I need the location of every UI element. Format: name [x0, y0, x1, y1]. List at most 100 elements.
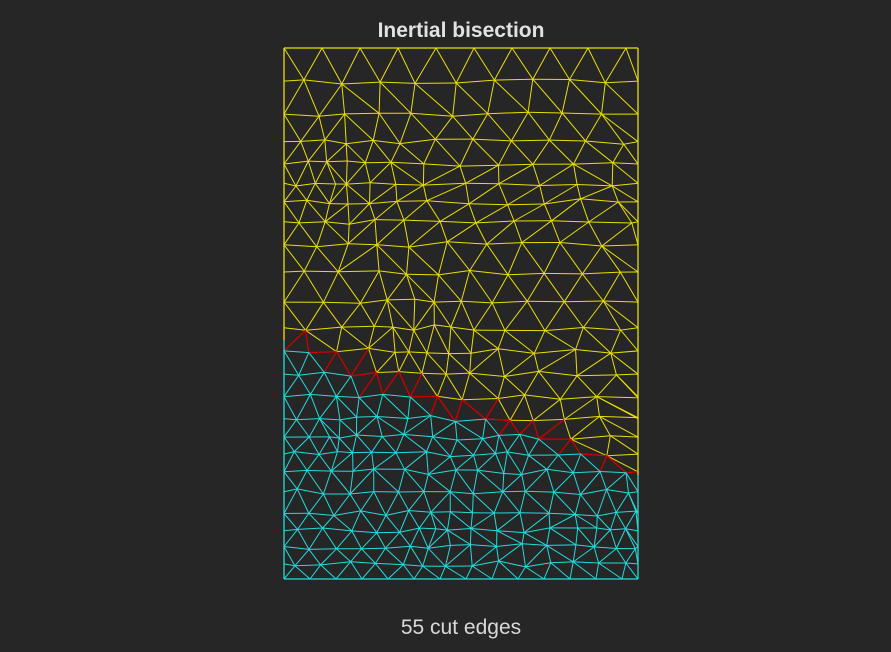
mesh-edge-bottom — [375, 562, 404, 566]
mesh-edge-top — [486, 242, 522, 245]
mesh-edge-bottom — [445, 565, 467, 580]
mesh-edge-bottom — [482, 434, 499, 440]
mesh-edge-bottom — [408, 491, 425, 511]
mesh-edge-top — [406, 274, 416, 300]
mesh-edge-bottom — [446, 511, 451, 531]
mesh-edge-top — [314, 183, 330, 204]
mesh-edge-bottom — [473, 453, 496, 456]
mesh-edge-bottom — [621, 562, 627, 580]
mesh-edge-bottom — [335, 561, 352, 580]
mesh-edge-bottom — [319, 396, 337, 419]
mesh-edge-top — [504, 370, 539, 377]
mesh-edge-bottom — [308, 527, 324, 550]
mesh-edge-top — [392, 326, 410, 353]
mesh-edge-top — [403, 200, 428, 221]
mesh-edge-top — [576, 184, 582, 199]
mesh-edge-top — [583, 327, 621, 331]
mesh-edge-bottom — [580, 494, 598, 517]
mesh-edge-top — [379, 270, 407, 275]
mesh-edge-bottom — [408, 510, 431, 513]
mesh-edge-bottom — [426, 451, 429, 475]
mesh-edge-top — [386, 299, 394, 328]
mesh-edge-top — [606, 455, 639, 473]
mesh-edge-top — [491, 302, 506, 331]
mesh-edge-top — [283, 79, 304, 82]
mesh-edge-top — [596, 396, 639, 420]
mesh-edge-top — [397, 47, 416, 84]
mesh-edge-bottom — [338, 419, 341, 439]
mesh-edge-bottom — [498, 435, 508, 453]
mesh-edge-bottom — [580, 471, 601, 495]
mesh-edge-top — [602, 300, 622, 331]
mesh-edge-bottom — [524, 468, 548, 492]
mesh-edge-bottom — [403, 418, 409, 435]
mesh-edge-top — [601, 222, 633, 247]
mesh-edge-top — [426, 200, 470, 205]
mesh-edge-bottom — [361, 548, 376, 564]
mesh-edge-bottom — [351, 530, 377, 534]
mesh-edge-top — [423, 163, 461, 167]
mesh-edge-top — [341, 83, 380, 114]
mesh-edge-bottom — [308, 548, 337, 550]
mesh-edge-top — [329, 183, 337, 204]
mesh-edge-bottom — [371, 436, 383, 453]
mesh-edge-top — [403, 220, 410, 248]
mesh-edge-top — [345, 160, 348, 185]
mesh-edge-bottom — [470, 528, 497, 532]
mesh-edge-bottom — [283, 393, 311, 398]
mesh-edge-bottom — [519, 512, 525, 533]
mesh-edge-top — [507, 274, 528, 302]
mesh-edge-top — [616, 373, 639, 376]
mesh-edge-top — [414, 83, 454, 117]
mesh-edge-top — [510, 111, 529, 142]
mesh-edge-bottom — [413, 565, 424, 580]
mesh-edge-top — [472, 138, 512, 142]
mesh-edge-bottom — [408, 510, 420, 529]
mesh-edge-top — [570, 435, 611, 440]
mesh-edge-top — [390, 143, 401, 163]
mesh-edge-top — [507, 185, 540, 206]
mesh-edge-top — [398, 351, 410, 372]
mesh-edge-cut — [308, 351, 337, 354]
mesh-edge-bottom — [625, 472, 629, 494]
mesh-edge-top — [465, 164, 499, 184]
mesh-edge-top — [413, 299, 416, 331]
mesh-edge-bottom — [482, 419, 487, 439]
mesh-edge-bottom — [398, 491, 410, 511]
mesh-edge-top — [326, 161, 347, 185]
mesh-edge-top — [306, 199, 330, 205]
mesh-edge-top — [599, 415, 639, 438]
mesh-edge-bottom — [283, 563, 295, 567]
mesh-edge-top — [399, 143, 425, 165]
mesh-edge-top — [298, 200, 308, 224]
mesh-edge-top — [493, 47, 513, 81]
mesh-edge-bottom — [553, 491, 581, 495]
mesh-edge-bottom — [572, 546, 595, 563]
mesh-edge-top — [549, 139, 586, 142]
mesh-edge-bottom — [293, 451, 308, 471]
mesh-edge-bottom — [525, 545, 548, 568]
mesh-edge-top — [610, 350, 639, 354]
mesh-edge-top — [487, 80, 495, 114]
mesh-edge-cut — [625, 471, 639, 474]
mesh-edge-bottom — [594, 546, 617, 549]
mesh-edge-bottom — [283, 396, 297, 420]
mesh-edge-bottom — [427, 528, 437, 549]
mesh-edge-bottom — [485, 418, 500, 436]
mesh-edge-top — [581, 245, 603, 275]
mesh-edge-bottom — [573, 561, 599, 564]
mesh-edge-bottom — [574, 514, 598, 529]
mesh-edge-bottom — [335, 396, 341, 420]
mesh-edge-top — [532, 139, 550, 165]
mesh-edge-bottom — [432, 436, 451, 457]
mesh-edge-top — [379, 47, 399, 83]
mesh-edge-top — [563, 419, 572, 440]
mesh-edge-bottom — [610, 528, 626, 531]
mesh-edge-top — [324, 139, 347, 145]
mesh-edge-bottom — [546, 544, 576, 546]
mesh-edge-top — [283, 301, 306, 331]
mesh-edge-top — [408, 241, 448, 248]
mesh-edge-top — [364, 140, 374, 163]
mesh-edge-top — [345, 143, 348, 162]
mesh-edge-bottom — [455, 418, 486, 422]
